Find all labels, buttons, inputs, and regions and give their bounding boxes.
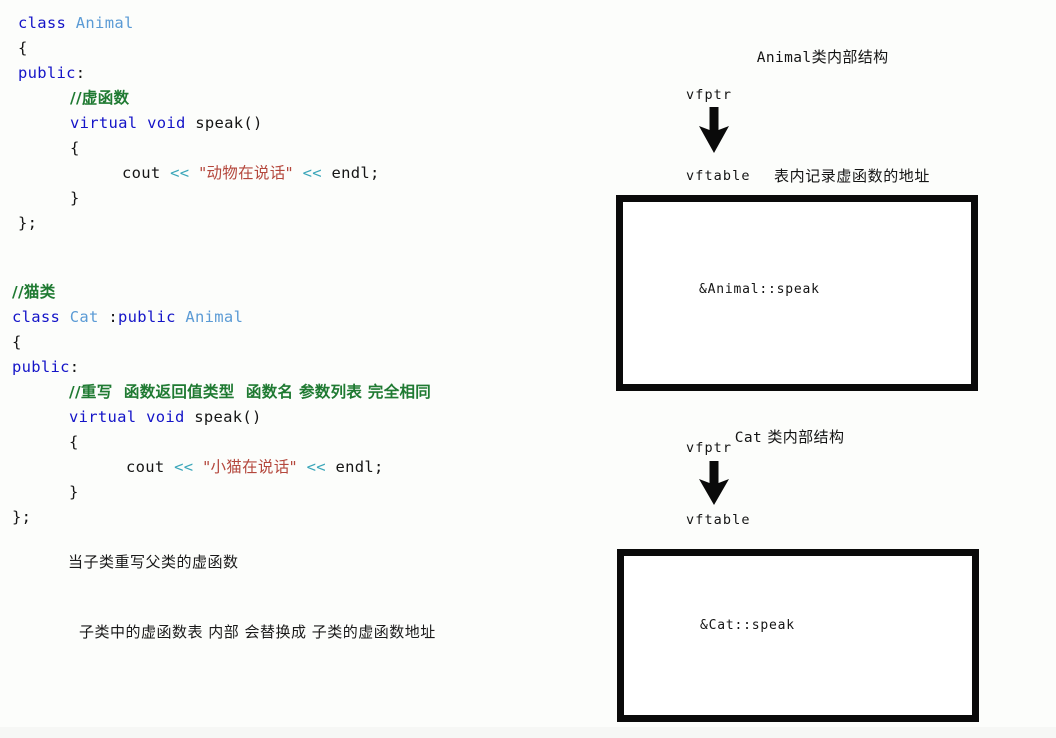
- cat-vftable-box: &Cat::speak: [617, 549, 979, 722]
- code-token: class: [18, 14, 76, 32]
- code-line: }: [70, 189, 80, 207]
- note-override-virtual: 当子类重写父类的虚函数: [68, 553, 239, 571]
- animal-structure-title-cjk: 类内部结构: [811, 48, 889, 66]
- code-line: };: [18, 214, 37, 232]
- source-code-pane: class Animal { public: //虚函数 virtual void sp…: [12, 14, 431, 526]
- code-token: <<: [296, 458, 336, 476]
- cat-structure-title: Cat 类内部结构: [680, 410, 844, 463]
- code-token: Cat: [69, 308, 109, 326]
- code-token: public: [12, 358, 70, 376]
- animal-vfptr-label: vfptr: [686, 87, 733, 103]
- code-token: //虚函数: [70, 89, 130, 107]
- code-line: cout << "动物在说话" << endl;: [122, 164, 380, 182]
- code-token: }: [69, 483, 79, 501]
- code-token: "动物在说话": [199, 164, 293, 182]
- code-line: virtual void speak(): [69, 408, 262, 426]
- animal-vftable-note: 表内记录虚函数的地址: [774, 167, 931, 185]
- code-token: <<: [170, 164, 200, 182]
- cat-structure-title-cjk: 类内部结构: [762, 428, 845, 446]
- code-token: };: [12, 508, 32, 526]
- code-line: public:: [12, 358, 79, 376]
- code-token: void: [146, 408, 195, 426]
- code-token: speak(): [194, 408, 262, 426]
- code-token: Animal: [75, 14, 134, 32]
- code-line: //重写 函数返回值类型 函数名 参数列表 完全相同: [69, 383, 431, 401]
- code-token: {: [69, 433, 79, 451]
- animal-vftable-label: vftable: [686, 168, 751, 184]
- code-line: {: [69, 433, 79, 451]
- code-line: }: [69, 483, 79, 501]
- code-token: virtual: [70, 114, 148, 132]
- cat-vftable-label: vftable: [686, 512, 751, 528]
- bottom-band: [0, 727, 1056, 738]
- code-token: {: [12, 333, 22, 351]
- code-line: //虚函数: [70, 89, 129, 107]
- code-token: //重写 函数返回值类型 函数名 参数列表 完全相同: [69, 383, 432, 401]
- animal-vftable-box: &Animal::speak: [616, 195, 978, 391]
- code-token: public: [18, 64, 76, 82]
- code-line: virtual void speak(): [70, 114, 263, 132]
- code-token: }: [70, 189, 80, 207]
- code-token: speak(): [195, 114, 263, 132]
- animal-structure-title: Animal类内部结构: [702, 30, 889, 83]
- animal-vftable-entry: &Animal::speak: [699, 282, 820, 297]
- code-token: "小猫在说话": [203, 458, 297, 476]
- code-token: virtual: [69, 408, 147, 426]
- code-token: <<: [292, 164, 332, 182]
- code-token: endl;: [331, 164, 380, 182]
- code-token: :: [75, 64, 86, 82]
- code-line: cout << "小猫在说话" << endl;: [126, 458, 384, 476]
- code-line: class Animal: [18, 14, 134, 32]
- note-vtable-replaced: 子类中的虚函数表 内部 会替换成 子类的虚函数地址: [79, 623, 436, 641]
- code-token: endl;: [335, 458, 384, 476]
- down-arrow-icon: [699, 461, 729, 505]
- code-token: Animal: [185, 308, 244, 326]
- cat-vftable-entry: &Cat::speak: [700, 618, 795, 633]
- code-line: public:: [18, 64, 85, 82]
- code-token: {: [70, 139, 80, 157]
- code-token: :: [108, 308, 118, 326]
- down-arrow-icon: [699, 107, 729, 153]
- vtable-diagram-pane: Animal类内部结构 vfptr vftable 表内记录虚函数的地址 &An…: [600, 0, 1056, 738]
- code-token: class: [12, 308, 70, 326]
- code-token: cout: [126, 458, 175, 476]
- code-line: {: [18, 39, 28, 57]
- code-line: {: [12, 333, 22, 351]
- code-line: //猫类: [12, 283, 56, 301]
- code-token: {: [18, 39, 28, 57]
- cat-structure-title-mono: Cat: [734, 430, 763, 446]
- code-token: <<: [174, 458, 204, 476]
- code-line: {: [70, 139, 80, 157]
- code-token: :: [69, 358, 80, 376]
- animal-structure-title-mono: Animal: [756, 50, 812, 66]
- code-token: };: [18, 214, 38, 232]
- cat-vfptr-label: vfptr: [686, 440, 733, 456]
- code-line: };: [12, 508, 31, 526]
- code-token: public: [117, 308, 186, 326]
- code-token: //猫类: [12, 283, 56, 301]
- code-token: void: [147, 114, 196, 132]
- code-line: class Cat :public Animal: [12, 308, 243, 326]
- code-token: cout: [122, 164, 171, 182]
